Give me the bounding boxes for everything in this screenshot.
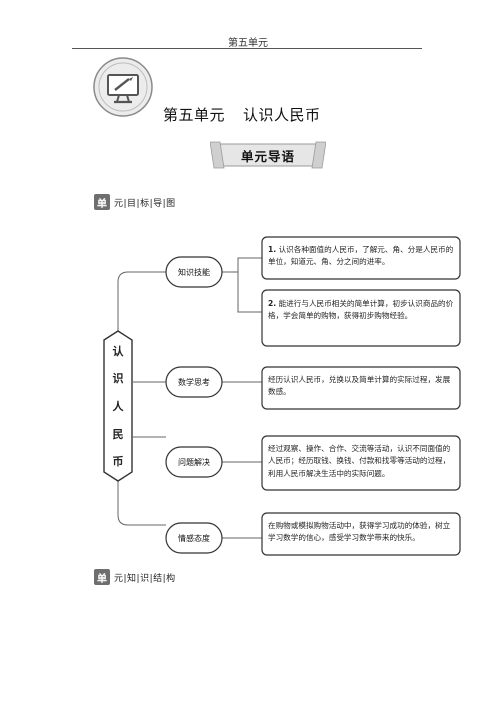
node-knowledge-skills: 知识技能 <box>178 267 210 277</box>
unit-title: 第五单元认识人民币 <box>163 104 321 125</box>
section-structure-text: 元|知|识|结|构 <box>114 573 176 584</box>
desc-knowledge-1: 1. 认识各种面值的人民币，了解元、角、分是人民币的单位，知道元、角、分之间的进… <box>268 244 456 269</box>
root-char: 民 <box>112 427 124 441</box>
guide-label: 单元导语 <box>240 149 295 164</box>
root-char: 人 <box>112 399 124 413</box>
desc-text: 经历认识人民币，兑换以及简单计算的实际过程，发展数感。 <box>268 375 451 397</box>
page-header: 第五单元 <box>228 38 268 49</box>
header-rule <box>72 48 422 49</box>
section-structure-badge: 单 <box>94 569 110 585</box>
root-node: 认 识 人 民 币 <box>103 331 133 481</box>
section-structure: 单 元|知|识|结|构 <box>94 569 176 585</box>
desc-math-thinking: 经历认识人民币，兑换以及简单计算的实际过程，发展数感。 <box>268 374 456 399</box>
desc-text: 在购物或模拟购物活动中，获得学习成功的体验，树立学习数学的信心，感受学习数学带来… <box>268 521 451 543</box>
node-problem-solving: 问题解决 <box>178 457 210 467</box>
section-goals-badge: 单 <box>94 194 110 210</box>
root-char: 币 <box>112 455 124 469</box>
guide-banner <box>210 141 326 169</box>
section-goals: 单 元|目|标|导|图 <box>94 194 176 210</box>
section-goals-text: 元|目|标|导|图 <box>114 198 176 209</box>
node-emotion-attitude: 情感态度 <box>178 533 210 543</box>
node-math-thinking: 数学思考 <box>178 377 210 387</box>
desc-text: 认识各种面值的人民币，了解元、角、分是人民币的单位，知道元、角、分之间的进率。 <box>268 245 454 267</box>
desc-text: 能进行与人民币相关的简单计算，初步认识商品的价格，学会简单的购物，获得初步购物经… <box>268 299 454 321</box>
desc-knowledge-2: 2. 能进行与人民币相关的简单计算，初步认识商品的价格，学会简单的购物，获得初步… <box>268 298 456 323</box>
root-char: 识 <box>112 372 124 386</box>
desc-text: 经过观察、操作、合作、交流等活动，认识不同面值的人民币；经历取钱、换钱、付款和找… <box>268 444 451 478</box>
computer-monitor-icon <box>93 57 153 117</box>
unit-name: 认识人民币 <box>243 106 321 124</box>
unit-number: 第五单元 <box>163 106 226 124</box>
desc-problem-solving: 经过观察、操作、合作、交流等活动，认识不同面值的人民币；经历取钱、换钱、付款和找… <box>268 443 456 480</box>
desc-number: 2. <box>268 299 277 308</box>
root-char: 认 <box>112 344 124 358</box>
desc-number: 1. <box>268 245 277 254</box>
desc-emotion-attitude: 在购物或模拟购物活动中，获得学习成功的体验，树立学习数学的信心，感受学习数学带来… <box>268 520 456 545</box>
